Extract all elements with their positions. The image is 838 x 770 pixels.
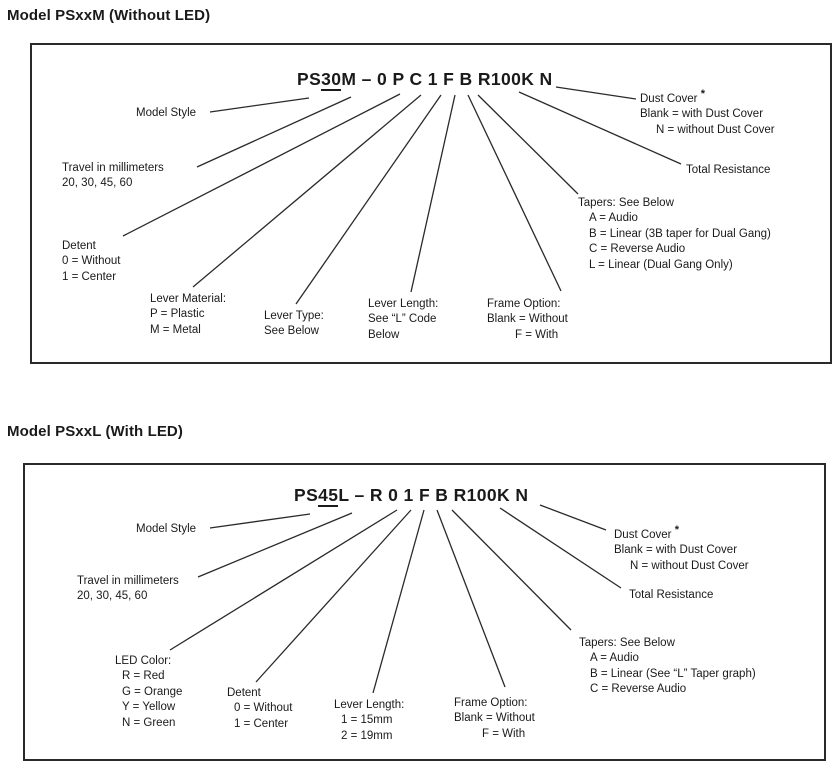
- d1-label-tapers: Tapers: See Below A = Audio B = Linear (…: [578, 197, 771, 271]
- d2-pn-prefix: PS: [294, 485, 319, 505]
- leader-line-d2-travel: [197, 512, 353, 578]
- d2-label-lever-length: Lever Length: 1 = 15mm 2 = 19mm: [334, 699, 405, 742]
- leader-line-d2-lever-length: [372, 509, 425, 694]
- d2-label-frame-option: Frame Option: Blank = Without F = With: [454, 697, 535, 740]
- leader-line-d1-lever-material: [192, 94, 422, 288]
- leader-line-d2-tapers: [451, 509, 572, 631]
- d1-label-lever-length: Lever Length: See “L” Code Below: [368, 298, 439, 341]
- d1-label-detent: Detent 0 = Without 1 = Center: [62, 240, 121, 283]
- d2-label-model-style: Model Style: [136, 523, 197, 535]
- d1-label-travel: Travel in millimeters 20, 30, 45, 60: [62, 162, 164, 190]
- d2-asterisk-note: *: [674, 524, 680, 537]
- leader-line-d1-tapers: [477, 94, 579, 195]
- d1-label-dust-cover: Dust Cover * Blank = with Dust Cover N =…: [640, 88, 775, 136]
- heading-model-psxxm: Model PSxxM (Without LED): [7, 7, 211, 24]
- diagram1-part-number: PS30M – 0 P C 1 F B R100K N: [297, 69, 553, 91]
- leader-line-d1-frame-option: [467, 94, 562, 292]
- d1-pn-rest: M – 0 P C 1 F B R100K N: [341, 69, 553, 89]
- d1-pn-travel-code: 30: [321, 69, 342, 91]
- d2-pn-rest: L – R 0 1 F B R100K N: [338, 485, 529, 505]
- d1-label-total-resistance: Total Resistance: [686, 164, 771, 176]
- d1-label-model-style: Model Style: [136, 107, 197, 119]
- leader-line-d2-dust-cover: [539, 504, 607, 531]
- d2-label-detent: Detent 0 = Without 1 = Center: [227, 687, 293, 730]
- d1-label-frame-option: Frame Option: Blank = Without F = With: [487, 298, 568, 341]
- leader-line-d1-detent: [122, 93, 401, 237]
- heading-model-psxxl: Model PSxxL (With LED): [7, 423, 183, 440]
- leader-line-d2-model-style: [209, 513, 311, 529]
- leader-line-d1-total-resistance: [518, 91, 682, 165]
- d1-label-lever-material: Lever Material: P = Plastic M = Metal: [150, 293, 227, 336]
- d2-label-dust-cover: Dust Cover * Blank = with Dust Cover N =…: [614, 524, 749, 572]
- d2-label-tapers: Tapers: See Below A = Audio B = Linear (…: [579, 637, 756, 696]
- leader-line-d1-lever-length: [410, 94, 456, 293]
- d2-label-total-resistance: Total Resistance: [629, 589, 714, 601]
- leader-line-d2-frame-option: [436, 509, 506, 688]
- leader-line-d2-detent: [255, 509, 412, 683]
- d1-asterisk-note: *: [700, 88, 706, 101]
- leader-line-d2-led-color: [169, 509, 398, 651]
- leader-line-d1-model-style: [209, 97, 310, 113]
- d2-label-travel: Travel in millimeters 20, 30, 45, 60: [77, 575, 179, 603]
- leader-line-d1-travel: [196, 96, 352, 168]
- leader-line-d1-lever-type: [295, 94, 442, 305]
- diagram2-border-box: [23, 463, 826, 761]
- d1-label-lever-type: Lever Type: See Below: [264, 310, 324, 338]
- diagram1-border-box: [30, 43, 832, 364]
- d1-pn-prefix: PS: [297, 69, 322, 89]
- d2-pn-travel-code: 45: [318, 485, 339, 507]
- d2-label-led-color: LED Color: R = Red G = Orange Y = Yellow…: [115, 655, 183, 729]
- diagram2-part-number: PS45L – R 0 1 F B R100K N: [294, 485, 529, 507]
- leader-line-d2-total-resistance: [499, 507, 622, 589]
- leader-line-d1-dust-cover: [555, 86, 637, 100]
